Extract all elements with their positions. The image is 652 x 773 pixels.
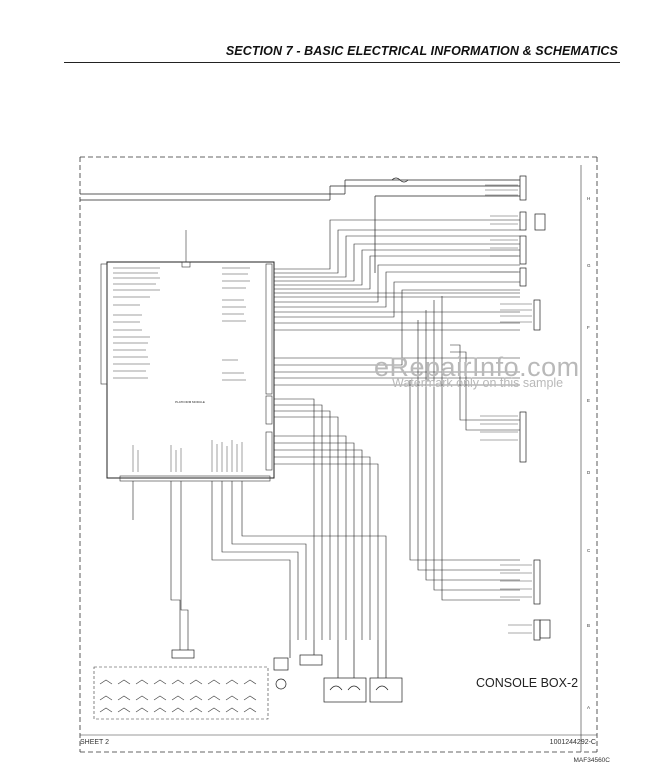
sheet-number: SHEET 2 [80,739,110,746]
console-box-label: CONSOLE BOX-2 [476,676,579,690]
platform-module: PLATFORM MODULE [100,261,275,482]
border-letter-g: G [587,263,591,268]
border-letter-b: B [587,623,591,628]
right-label-stubs [480,179,532,634]
border-letter-a: A [587,705,591,710]
border-letter-h: H [587,196,591,201]
document-number: 1001244292-C [549,739,596,746]
module-left-pins [113,267,160,379]
watermark-sub: Watermark only on this sample [392,376,564,390]
module-right-pins [222,267,250,381]
right-connectors [519,175,551,641]
drawing-border [79,156,598,753]
left-feed-wires [80,179,520,273]
bottom-terminals [171,640,403,703]
border-letter-d: D [587,470,591,475]
header-rule [64,62,620,63]
module-bottom-pins [132,440,243,472]
maf-number: MAF34560C [573,757,611,764]
page-title: SECTION 7 - BASIC ELECTRICAL INFORMATION… [225,44,618,58]
module-label: PLATFORM MODULE [175,400,205,404]
watermark-main: eRepairInfo.com [374,352,580,382]
module-output-wires [274,219,520,640]
module-down-wires [132,481,387,650]
border-letter-f: F [587,325,590,330]
switch-panel [93,666,269,720]
top-connector [181,230,191,268]
border-letter-e: E [587,398,591,403]
fuse-symbol [391,177,409,183]
border-letter-c: C [587,548,591,553]
